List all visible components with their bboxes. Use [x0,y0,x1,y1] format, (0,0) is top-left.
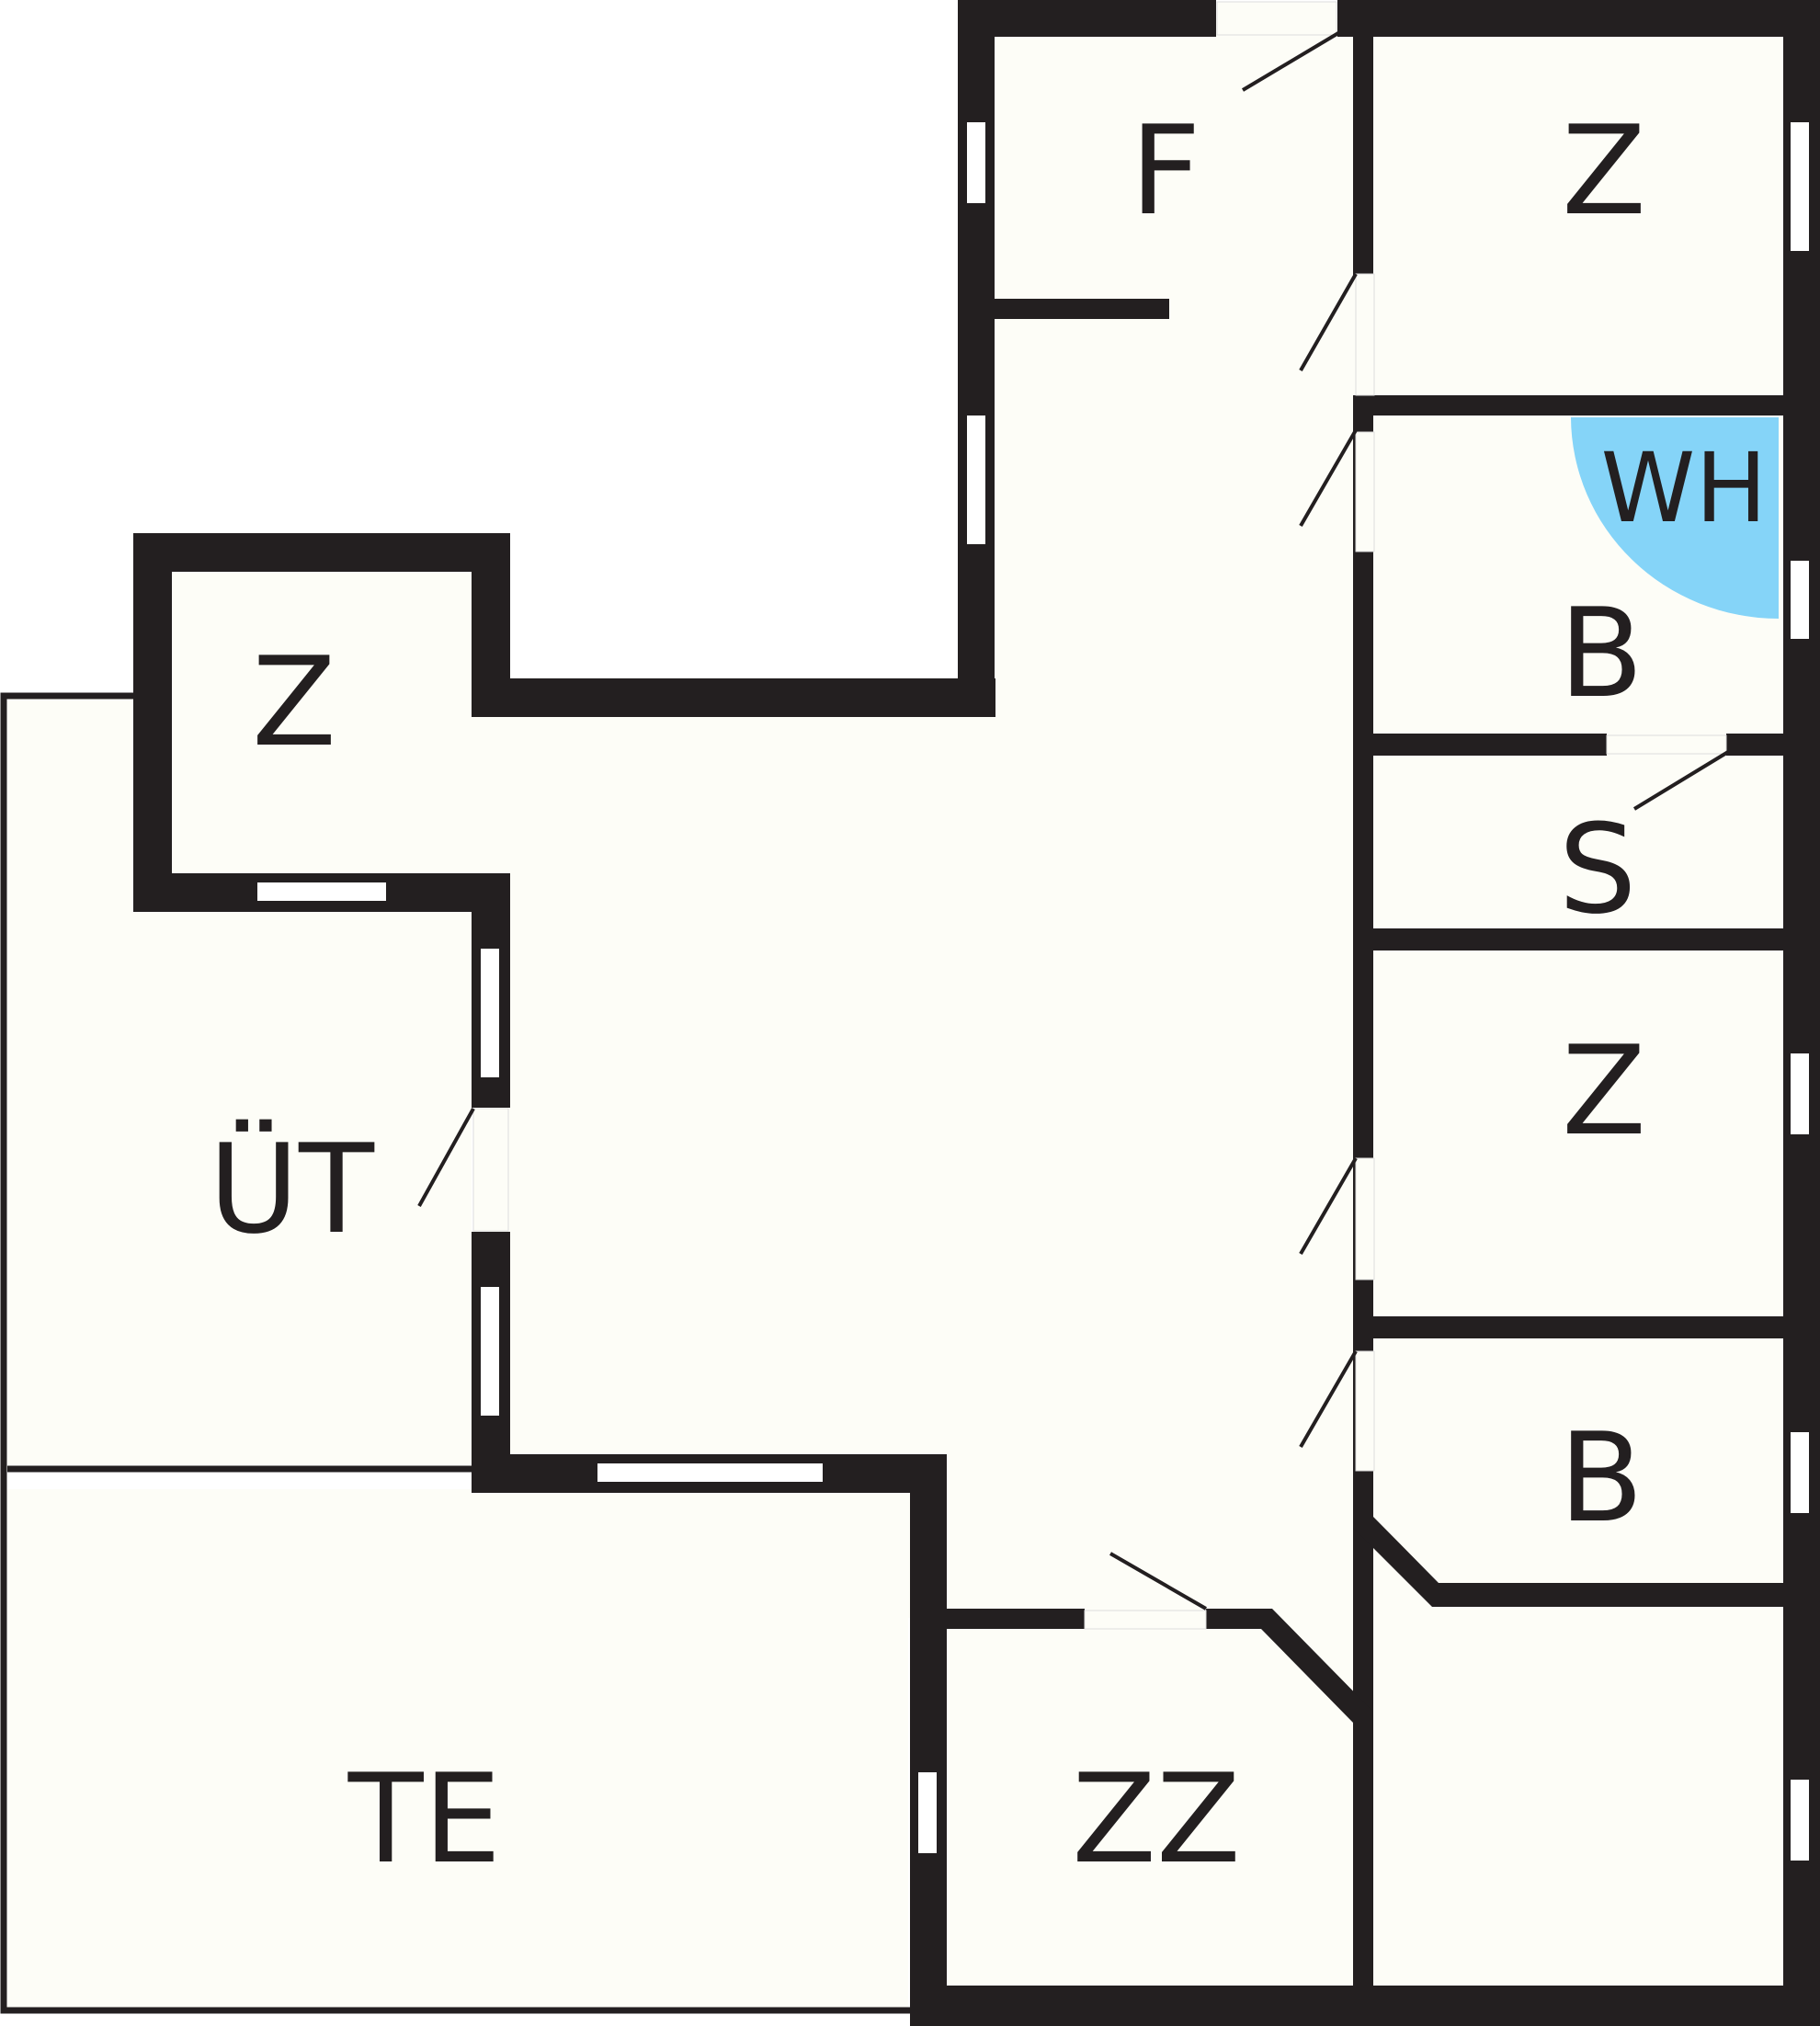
room-label-s: S [1558,798,1636,941]
room-label-z-right-mid: Z [1562,1019,1646,1163]
door-openings [472,1,1727,1630]
water-heater-fixture [1571,417,1779,619]
door-swings [417,31,1730,1611]
room-label-b-upper: B [1559,582,1644,725]
room-label-z-top-right: Z [1562,99,1646,243]
room-label-ut: ÜT [209,1118,375,1261]
room-label-z-left: Z [252,631,336,774]
floor-area [7,18,1787,2009]
room-label-te: TE [347,1747,502,1891]
thin-outline [0,692,910,2014]
room-label-f: F [1130,99,1200,243]
room-label-b-lower: B [1559,1406,1644,1550]
windows [257,122,1809,1861]
room-label-zz: ZZ [1072,1747,1241,1891]
room-label-wh: WH [1600,432,1767,544]
